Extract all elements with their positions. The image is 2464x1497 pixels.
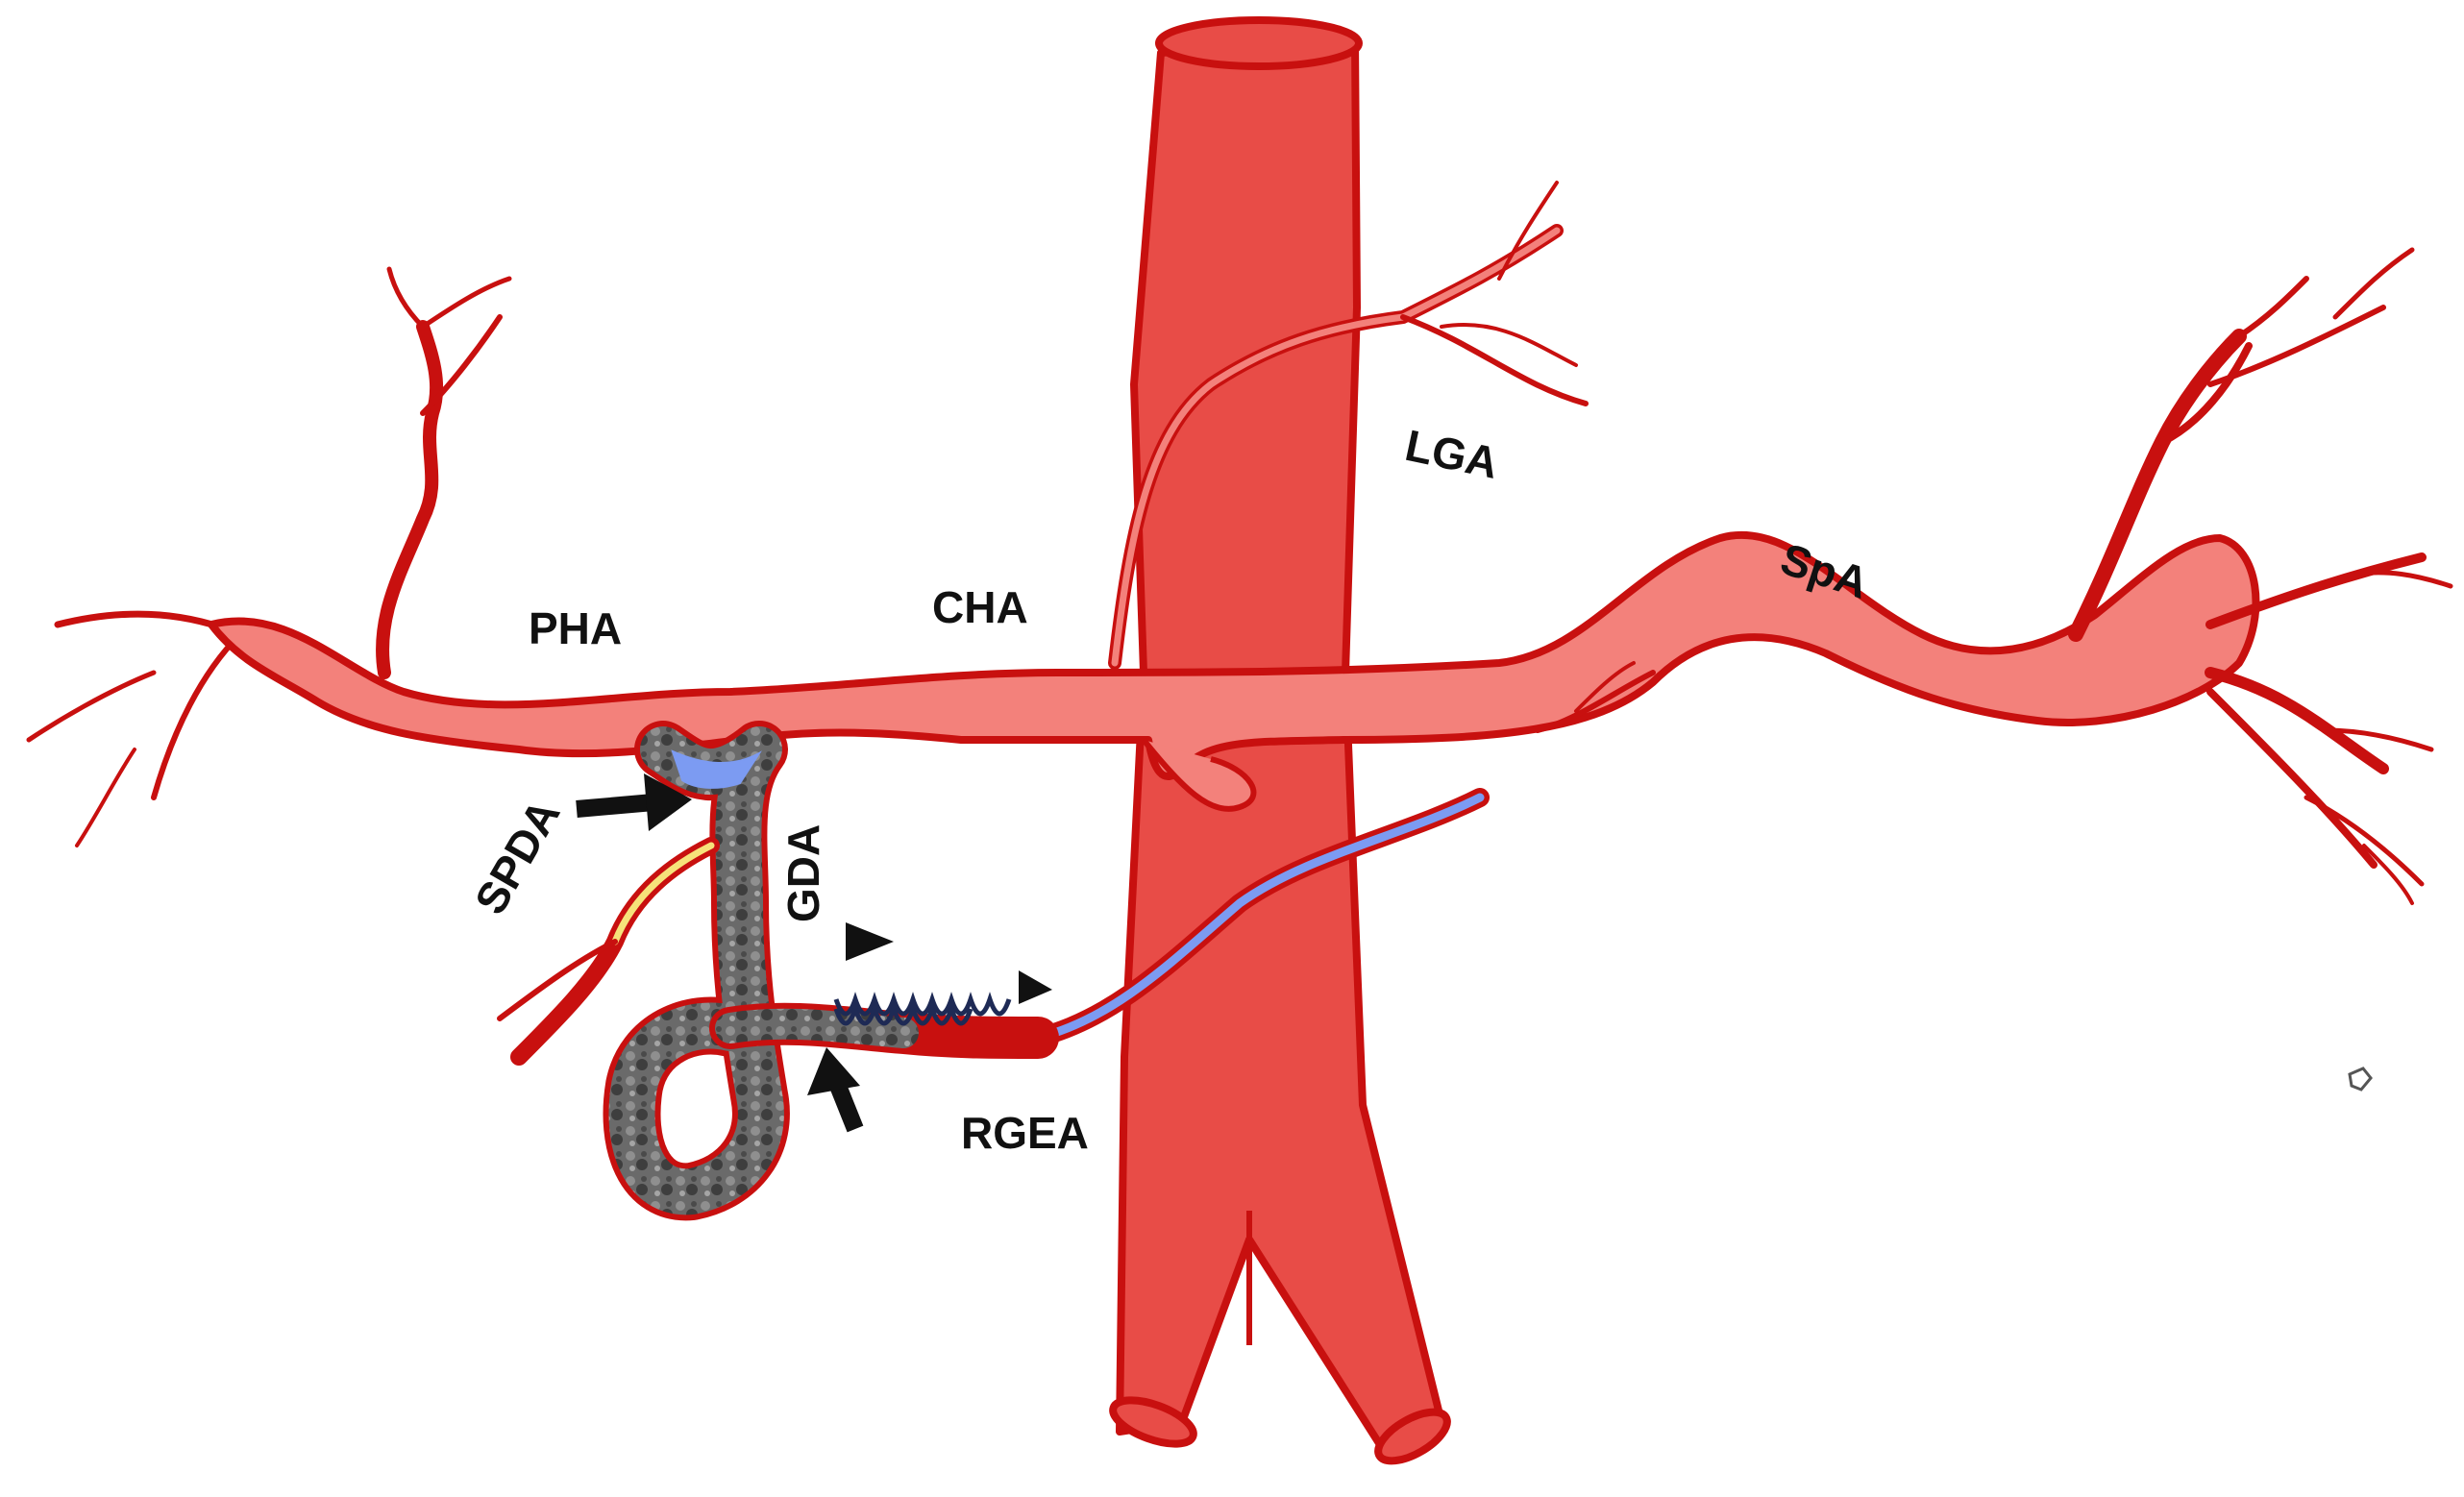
- splenic-branches: [2068, 247, 2453, 905]
- main-arterial-trunk: [208, 530, 2260, 812]
- embolization-coil: [833, 992, 1012, 1026]
- arrow-to-coil-start: [807, 1047, 864, 1133]
- label-gda: GDA: [778, 824, 828, 922]
- arrowhead-marker-2: [1019, 970, 1052, 1004]
- label-rgea: RGEA: [961, 1108, 1089, 1158]
- label-spda: SPDA: [465, 791, 570, 922]
- label-lga: LGA: [1401, 420, 1503, 488]
- left-gastric-artery: [1108, 181, 1589, 670]
- arrowhead-marker-1: [846, 922, 894, 961]
- right-gastroepiploic-artery: [1028, 661, 1656, 1047]
- arrow-to-spda-origin: [576, 773, 692, 831]
- superior-pancreaticoduodenal-artery: [497, 837, 720, 1066]
- hepatic-branches: [26, 266, 512, 847]
- stray-mark: [2348, 1067, 2373, 1092]
- gastroduodenal-artery: [603, 721, 1059, 1221]
- label-cha: CHA: [932, 582, 1028, 632]
- label-pha: PHA: [529, 603, 622, 653]
